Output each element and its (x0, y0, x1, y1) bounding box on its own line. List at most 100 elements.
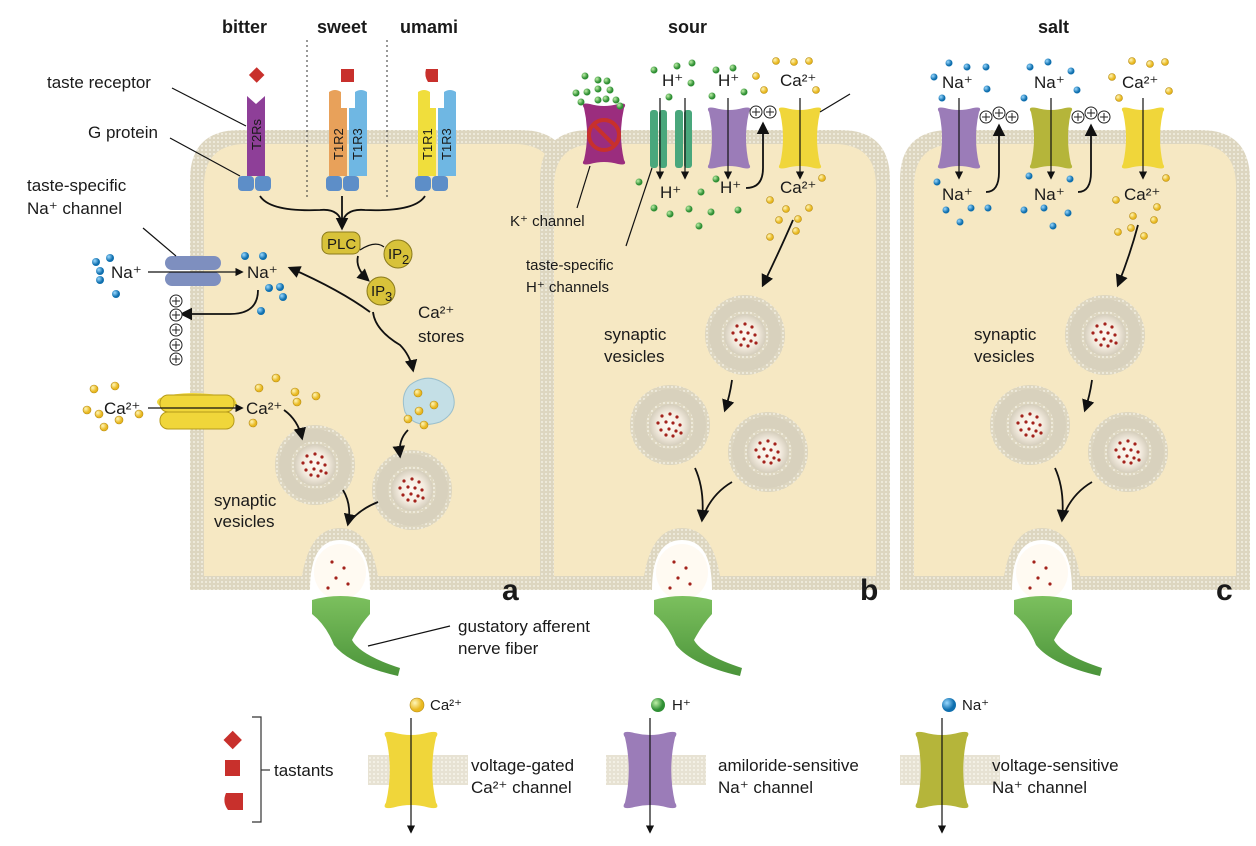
voltage-gated-ca-channel (157, 393, 237, 430)
fusion-arrow (694, 467, 710, 523)
na-ion-icon (930, 58, 1081, 230)
leader-line (576, 165, 591, 209)
g-protein-icon (238, 176, 448, 191)
label-h-channels-2: H⁺ channels (526, 279, 609, 296)
signal-arrow (372, 311, 418, 373)
ca-vesicle-arrow (283, 409, 306, 441)
tastant-square-icon (341, 69, 354, 82)
synaptic-vesicle (630, 385, 710, 465)
label-synaptic-vesicles: synaptic (974, 325, 1037, 344)
h-outside-label: H⁺ (718, 71, 739, 90)
vesicle-arrow (1082, 379, 1095, 413)
label-nerve-fiber: gustatory afferent (458, 617, 590, 636)
label-synaptic-vesicles-2: vesicles (974, 347, 1034, 366)
ca-ion-icon (82, 373, 439, 432)
tastant-wedge-icon (224, 793, 243, 810)
synaptic-vesicle (372, 450, 452, 530)
ca-vesicle-arrow (761, 219, 794, 288)
legend-ca-channel-2: Ca²⁺ channel (471, 778, 572, 797)
ca-ion-icon (752, 57, 826, 241)
synaptic-vesicle (990, 385, 1070, 465)
tastants-bracket (252, 716, 262, 823)
signal-arrow (356, 255, 370, 282)
ca-outside-label: Ca²⁺ (1122, 73, 1158, 92)
tastant-diamond-icon (223, 730, 242, 750)
leader-line (169, 137, 241, 177)
fusion-arrow (347, 501, 379, 525)
nerve-fiber-c (1014, 544, 1102, 676)
plc-label: PLC (327, 236, 356, 253)
h-ion-icon (651, 698, 665, 712)
ca-inside-label: Ca²⁺ (1124, 185, 1160, 204)
t1r1-t1r3-receptor: T1R1 T1R3 (418, 90, 456, 176)
legend-tastants: tastants (274, 761, 334, 780)
label-g-protein: G protein (88, 123, 158, 142)
legend-na-ion: Na⁺ (962, 697, 989, 714)
h-outside-label: H⁺ (662, 71, 683, 90)
legend: tastants Ca²⁺ voltage-gated Ca²⁺ channel… (223, 697, 1119, 834)
header-bitter: bitter (222, 17, 267, 37)
tastant-diamond-icon (248, 67, 265, 83)
ca-ion-icon (409, 697, 425, 713)
leader-line (367, 625, 451, 647)
legend-ca-ion: Ca²⁺ (430, 697, 462, 714)
svg-text:T1R1: T1R1 (420, 128, 435, 160)
signal-arrow (359, 243, 385, 251)
released-transmitter (326, 560, 1052, 590)
amiloride-sensitive-na-channel (707, 107, 751, 169)
panel-label-c: c (1216, 574, 1233, 607)
depolarization-arrow (179, 289, 259, 321)
label-synaptic-vesicles-2: vesicles (214, 512, 274, 531)
legend-amiloride-channel-2: Na⁺ channel (718, 778, 813, 797)
signal-arrow (335, 195, 426, 231)
na-outside-label: Na⁺ (942, 73, 973, 92)
h-ion-icon (572, 59, 748, 230)
depolarization-charges (169, 294, 183, 366)
plc-enzyme (321, 231, 361, 255)
leader-line (819, 93, 851, 113)
label-synaptic-vesicles-2: vesicles (604, 347, 664, 366)
ca-ion-icon (1108, 57, 1173, 240)
legend-voltage-na-channel-2: Na⁺ channel (992, 778, 1087, 797)
svg-text:T2Rs: T2Rs (249, 118, 264, 150)
panel-label-b: b (860, 574, 878, 607)
label-nerve-fiber-2: nerve fiber (458, 639, 539, 658)
depolarization-arrow (985, 123, 1006, 193)
vesicle-arrow (722, 379, 735, 413)
taste-specific-na-channel (165, 256, 221, 286)
leader-line (171, 87, 247, 127)
synaptic-vesicle (728, 412, 808, 492)
na-outside-label: Na⁺ (1034, 73, 1065, 92)
fusion-arrow (701, 481, 733, 521)
label-taste-receptor: taste receptor (47, 73, 151, 92)
ca-outside-label: Ca²⁺ (780, 71, 816, 90)
ip2-subscript: 2 (402, 252, 409, 267)
label-ca-stores: Ca²⁺ (418, 303, 454, 322)
synaptic-vesicle (1065, 295, 1145, 375)
legend-voltage-na-channel: voltage-sensitive (992, 756, 1119, 775)
legend-ca-channel: voltage-gated (471, 756, 574, 775)
header-sour: sour (668, 17, 707, 37)
label-ca-stores-2: stores (418, 327, 464, 346)
fusion-arrow (342, 489, 357, 527)
leader-line (625, 167, 653, 247)
ca-outside-label: Ca²⁺ (104, 399, 140, 418)
header-salt: salt (1038, 17, 1069, 37)
t1r2-t1r3-receptor: T1R2 T1R3 (329, 90, 367, 176)
h-inside-label: H⁺ (660, 183, 681, 202)
na-outside-label: Na⁺ (111, 263, 142, 282)
na-ion-icon (942, 698, 956, 712)
signal-arrow (259, 195, 343, 229)
label-synaptic-vesicles: synaptic (214, 491, 277, 510)
label-k-channel: K⁺ channel (510, 213, 585, 230)
signal-arrow (287, 266, 371, 313)
leader-line (142, 227, 177, 257)
depolarization-arrow (745, 121, 770, 189)
na-inside-label: Na⁺ (247, 263, 278, 282)
na-inside-label: Na⁺ (942, 185, 973, 204)
ip2-molecule (383, 239, 413, 269)
label-na-channel-2: Na⁺ channel (27, 199, 122, 218)
svg-text:T1R3: T1R3 (439, 128, 454, 160)
synaptic-vesicle (705, 295, 785, 375)
